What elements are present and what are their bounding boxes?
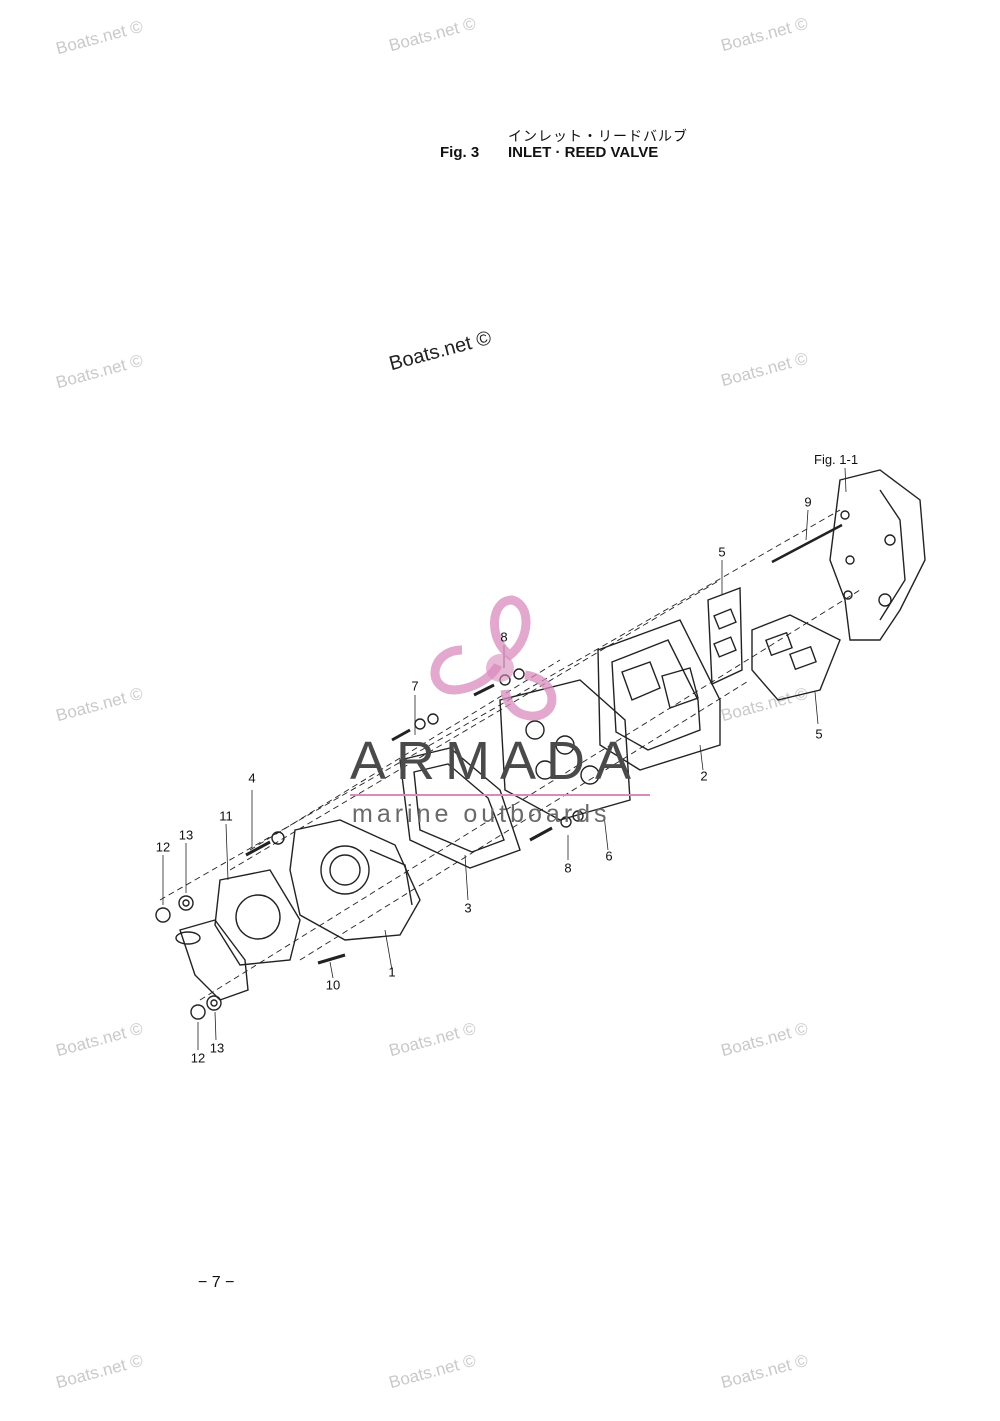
callout-4: 4: [248, 770, 256, 786]
carburetor: [179, 919, 249, 1001]
callout-11: 11: [219, 808, 233, 824]
title-japanese: インレット・リードバルブ: [508, 128, 688, 144]
figure-title: INLET · REED VALVE: [508, 144, 659, 161]
callout-9: 9: [804, 494, 812, 510]
callout-5: 5: [815, 726, 823, 742]
bolt-4: [245, 831, 285, 857]
gasket-3: [399, 747, 521, 869]
callout-3: 3: [464, 900, 472, 916]
nut-12: [155, 907, 171, 923]
callout-8: 8: [500, 629, 508, 645]
callout-2: 2: [700, 768, 708, 784]
callout-7: 7: [411, 678, 419, 694]
callout-8: 8: [564, 860, 572, 876]
bolt-8-lower: [529, 810, 584, 842]
gasket-2: [597, 619, 721, 771]
callout-13: 13: [209, 1040, 225, 1056]
washer-13: [206, 995, 222, 1011]
armada-tagline: marine outboards: [352, 800, 611, 828]
stud-bolt: [771, 523, 843, 564]
callout-12: 12: [155, 839, 171, 855]
reed-plate-6: [499, 679, 631, 821]
callout-10: 10: [325, 977, 341, 993]
washer-13: [178, 895, 194, 911]
callout-6: 6: [605, 848, 613, 864]
figure-label: Fig. 3: [440, 144, 480, 161]
armada-logo-text: ARMADA: [350, 731, 642, 791]
gasket-11: [214, 869, 301, 966]
stud-10: [317, 953, 346, 965]
callout-5: 5: [718, 544, 726, 560]
callout-12: 12: [190, 1050, 206, 1066]
engine-block-outline: [829, 469, 926, 641]
reed-valve-lower: [751, 614, 841, 701]
intake-manifold: [289, 819, 421, 941]
callout-1: 1: [388, 964, 396, 980]
figure-reference: Fig. 1-1: [814, 452, 859, 467]
callout-13: 13: [178, 827, 194, 843]
bolt-7: [391, 713, 439, 742]
reed-valve-upper: [707, 586, 743, 686]
nut-12: [190, 1004, 206, 1020]
page-number: − 7 −: [198, 1274, 235, 1291]
